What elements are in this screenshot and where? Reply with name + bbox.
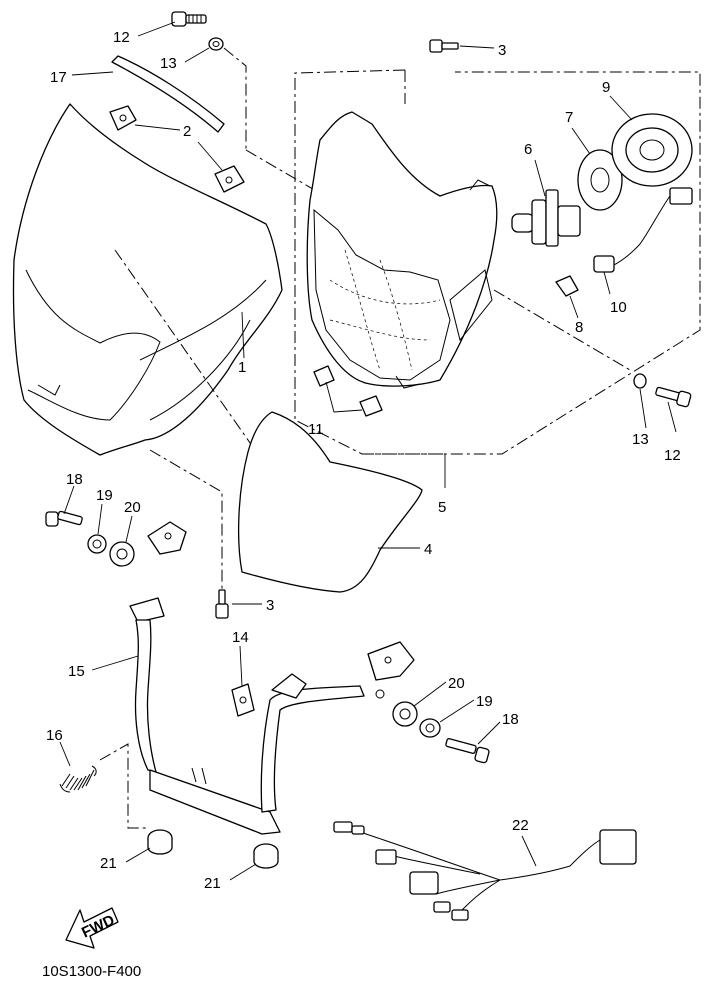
leader-20b bbox=[413, 681, 447, 707]
leader-14 bbox=[239, 645, 243, 687]
headlight-cowl-1 bbox=[12, 103, 283, 456]
callout-16: 16 bbox=[46, 727, 63, 744]
callout-20a: 20 bbox=[124, 499, 141, 516]
callout-21a: 21 bbox=[100, 855, 117, 872]
washer-13-right bbox=[633, 373, 647, 389]
bulb-8 bbox=[555, 275, 579, 297]
leader-19a bbox=[97, 503, 103, 535]
leader-20a bbox=[125, 515, 133, 543]
bolt-12-guide-2 bbox=[245, 149, 319, 193]
wire-harness-22 bbox=[333, 821, 637, 921]
bolt-12-guide bbox=[223, 47, 247, 150]
leader-15 bbox=[91, 655, 139, 671]
washer-13-top bbox=[208, 37, 224, 51]
clip-11b bbox=[359, 395, 383, 417]
leader-17 bbox=[71, 71, 114, 76]
bulb-6 bbox=[511, 189, 581, 247]
callout-13a: 13 bbox=[160, 55, 177, 72]
strip-17 bbox=[111, 55, 225, 133]
visor-4 bbox=[238, 411, 423, 593]
callout-6: 6 bbox=[524, 141, 532, 158]
leader-21a bbox=[125, 847, 151, 863]
grommet-20-right bbox=[392, 701, 418, 727]
socket-10 bbox=[593, 187, 693, 273]
leader-19b bbox=[439, 699, 475, 723]
callout-8: 8 bbox=[575, 319, 583, 336]
spring-16 bbox=[59, 765, 97, 793]
callout-15: 15 bbox=[68, 663, 85, 680]
lamp-guide bbox=[493, 289, 631, 371]
leader-12a bbox=[137, 21, 176, 37]
headlight-unit-5 bbox=[306, 111, 498, 389]
leader-7 bbox=[571, 127, 591, 155]
bolt-12-right bbox=[655, 386, 692, 408]
damper-21b bbox=[253, 843, 279, 869]
headlight-stay-15 bbox=[129, 521, 415, 835]
socket-cover-9 bbox=[611, 113, 693, 187]
leader-9 bbox=[609, 95, 633, 121]
diagram-code: 10S1300-F400 bbox=[42, 963, 141, 980]
callout-19b: 19 bbox=[476, 693, 493, 710]
bolt-3-lower bbox=[215, 589, 229, 619]
callout-2: 2 bbox=[183, 123, 191, 140]
callout-12b: 12 bbox=[664, 447, 681, 464]
leader-2b bbox=[197, 141, 223, 171]
callout-10: 10 bbox=[610, 299, 627, 316]
callout-11: 11 bbox=[308, 421, 324, 438]
fwd-arrow-icon: FWD bbox=[65, 907, 119, 949]
bolt-3-top bbox=[429, 39, 459, 53]
leader-13b bbox=[639, 388, 647, 429]
callout-19a: 19 bbox=[96, 487, 113, 504]
clip-14 bbox=[231, 683, 255, 717]
clip-2b bbox=[214, 165, 245, 193]
callout-17: 17 bbox=[50, 69, 67, 86]
callout-7: 7 bbox=[565, 109, 573, 126]
bolt-3-lower-guide bbox=[149, 449, 223, 590]
callout-3b: 3 bbox=[266, 597, 274, 614]
leader-2a bbox=[134, 124, 181, 131]
bolt-18-right bbox=[445, 738, 490, 764]
cowl-guide bbox=[114, 249, 256, 451]
callout-3a: 3 bbox=[498, 42, 506, 59]
leader-8 bbox=[569, 295, 579, 319]
damper-21a bbox=[147, 829, 173, 855]
leader-10 bbox=[603, 271, 611, 295]
callout-22: 22 bbox=[512, 817, 529, 834]
collar-19-right bbox=[419, 718, 441, 738]
callout-4: 4 bbox=[424, 541, 432, 558]
callout-18a: 18 bbox=[66, 471, 83, 488]
leader-12b bbox=[667, 401, 677, 433]
leader-16 bbox=[59, 741, 71, 767]
bolt-18-left bbox=[45, 510, 83, 527]
leader-18a bbox=[63, 485, 75, 515]
cap-7 bbox=[577, 149, 623, 211]
leader-11 bbox=[325, 381, 363, 413]
collar-19-left bbox=[87, 534, 107, 554]
callout-13b: 13 bbox=[632, 431, 649, 448]
callout-1: 1 bbox=[238, 359, 246, 376]
callout-21b: 21 bbox=[204, 875, 221, 892]
callout-9: 9 bbox=[602, 79, 610, 96]
callout-5: 5 bbox=[438, 499, 446, 516]
callout-12a: 12 bbox=[113, 29, 130, 46]
clip-2a bbox=[109, 105, 137, 131]
callout-20b: 20 bbox=[448, 675, 465, 692]
leader-22 bbox=[521, 835, 537, 867]
leader-13a bbox=[184, 47, 210, 63]
callout-18b: 18 bbox=[502, 711, 519, 728]
callout-14: 14 bbox=[232, 629, 249, 646]
leader-21b bbox=[229, 863, 257, 881]
clip-11a bbox=[313, 365, 335, 387]
leader-18b bbox=[477, 721, 501, 745]
leader-6 bbox=[534, 159, 546, 197]
bolt-12-top bbox=[171, 11, 207, 27]
leader-3a bbox=[459, 45, 495, 49]
grommet-20-left bbox=[109, 541, 135, 567]
spring-guide bbox=[99, 743, 148, 829]
leader-1 bbox=[241, 311, 245, 359]
